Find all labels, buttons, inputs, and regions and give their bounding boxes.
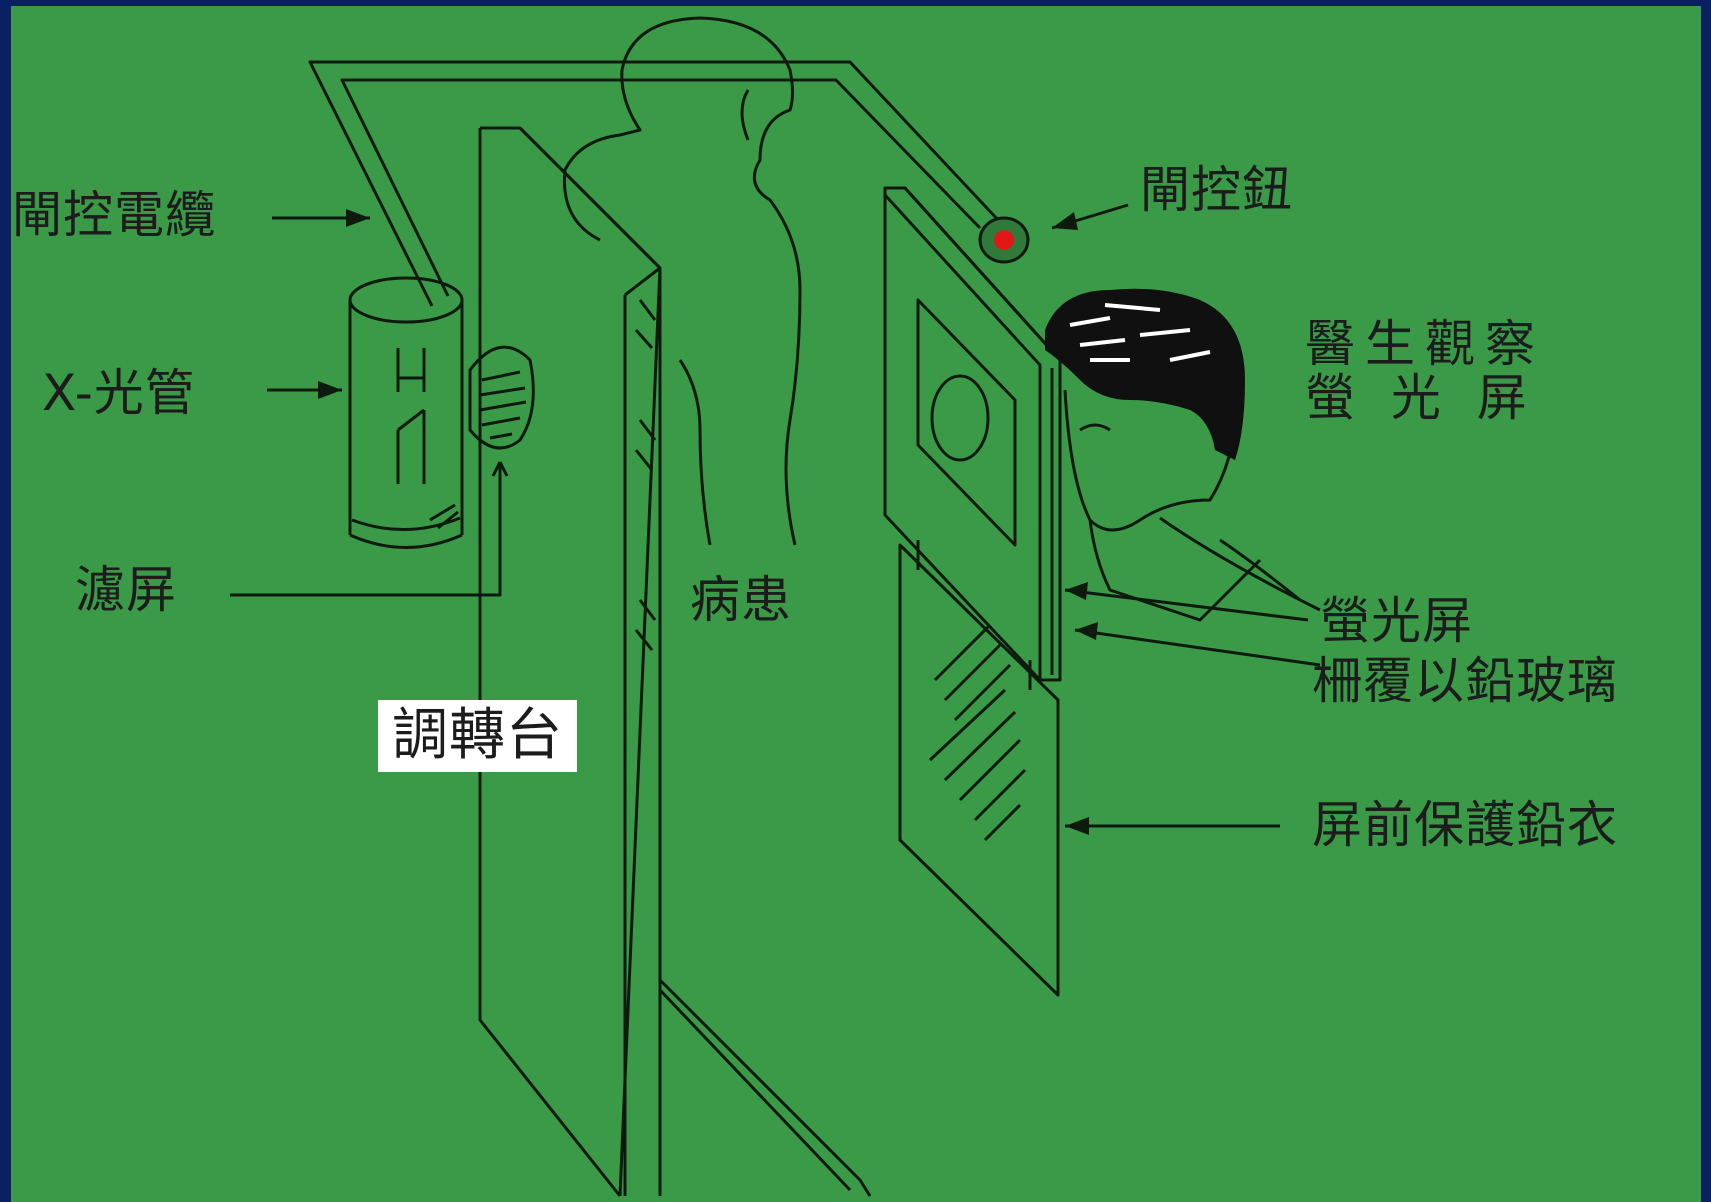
switch-cable-line bbox=[308, 60, 1002, 307]
switch-cable-line-inner bbox=[340, 78, 982, 297]
label-switch-button: 閘控鈕 bbox=[1140, 161, 1293, 219]
xray-tube-drawing bbox=[348, 276, 464, 549]
label-xray-tube: X-光管 bbox=[42, 364, 196, 422]
label-turntable: 調轉台 bbox=[378, 700, 577, 772]
turntable-drawing bbox=[478, 126, 662, 1197]
switch-button-icon bbox=[978, 216, 1030, 264]
label-patient: 病患 bbox=[690, 571, 792, 629]
label-doctor-observe-line1: 醫生觀察 bbox=[1305, 315, 1545, 373]
patient-drawing bbox=[562, 16, 872, 1197]
label-fluorescent-screen: 螢光屏 bbox=[1320, 592, 1473, 650]
lead-apron-drawing bbox=[898, 543, 1060, 997]
label-switch-cable: 閘控電纜 bbox=[12, 186, 216, 244]
label-lead-apron: 屏前保護鉛衣 bbox=[1312, 796, 1618, 854]
label-filter: 濾屏 bbox=[75, 561, 177, 619]
fluorescent-screen-drawing bbox=[883, 186, 1062, 690]
label-doctor-observe-line2: 螢 光 屏 bbox=[1305, 369, 1537, 427]
diagram-panel bbox=[11, 6, 1701, 1202]
filter-drawing bbox=[230, 345, 535, 597]
doctor-hair bbox=[1045, 288, 1245, 460]
label-lead-glass: 柵覆以鉛玻璃 bbox=[1312, 652, 1618, 710]
